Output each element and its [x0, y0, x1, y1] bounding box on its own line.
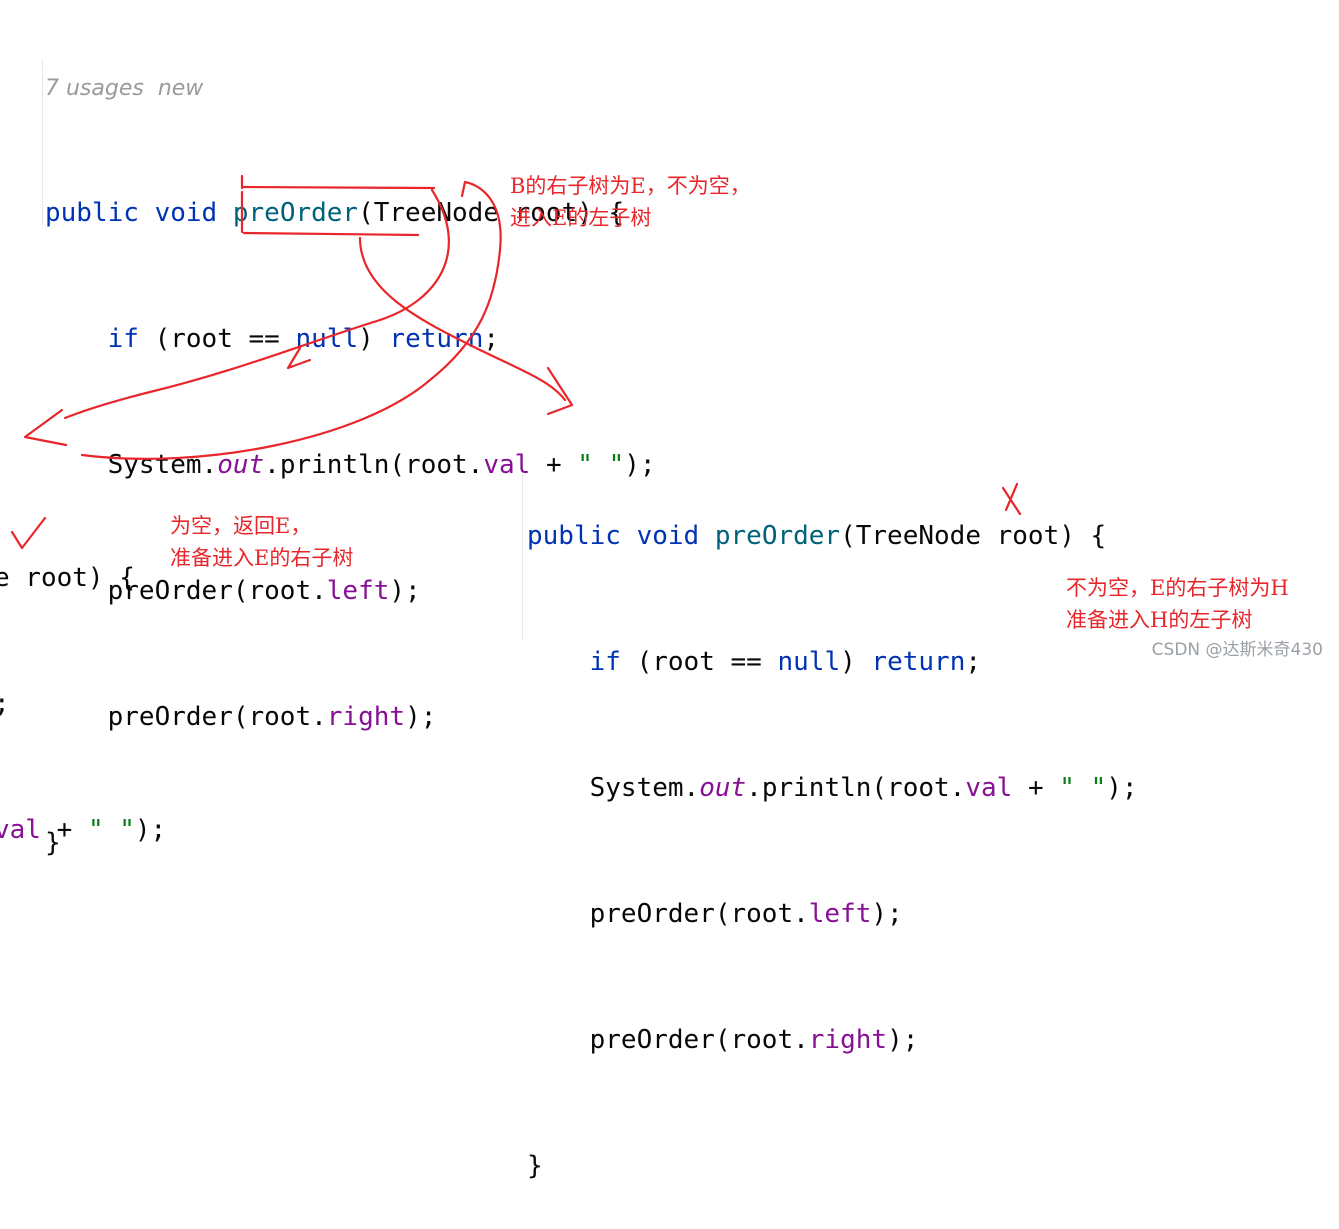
annotation-note-2: 为空，返回E， 准备进入E的右子树 [170, 514, 354, 570]
usage-hint[interactable]: 7 usages new [45, 76, 204, 101]
annotation-note-1: B的右子树为E，不为空， 进入E的左子树 [510, 174, 751, 230]
indent-guide [522, 474, 523, 639]
code-line: public void preOrder(TreeNode root) { [527, 521, 1107, 551]
code-line: } [527, 1151, 543, 1181]
code-line: e root) { [0, 563, 135, 593]
code-line: preOrder(root.left); [589, 899, 903, 929]
code-block-left-fragment: e root) { ; val + " "); [0, 473, 166, 893]
code-line: if (root == null) return; [589, 647, 981, 677]
code-line: System.out.println(root.val + " "); [589, 773, 1138, 803]
code-line: val + " "); [0, 815, 167, 845]
code-line: ; [0, 683, 166, 725]
annotation-note-3: 不为空，E的右子树为H 准备进入H的左子树 [1066, 576, 1289, 632]
code-line: preOrder(root.right); [589, 1025, 919, 1055]
code-line: if (root == null) return; [107, 324, 499, 354]
indent-guide [42, 60, 43, 225]
code-line: preOrder(root.left); [107, 576, 421, 606]
watermark: CSDN @达斯米奇430 [1151, 640, 1323, 660]
code-block-bottom-right: public void preOrder(TreeNode root) { if… [527, 431, 1138, 1229]
